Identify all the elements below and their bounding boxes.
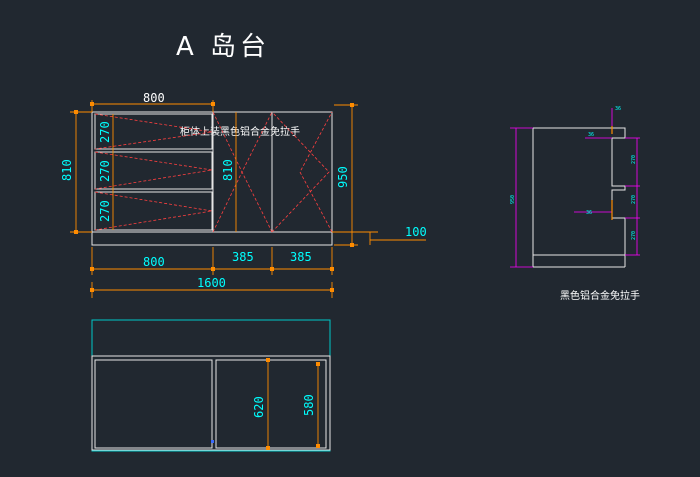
dim-top-width: 800 <box>143 91 165 105</box>
side-small-label-3: 36 <box>586 210 592 216</box>
dim-drawer-1: 270 <box>98 121 112 143</box>
dim-bottom-left: 800 <box>143 255 165 269</box>
side-section: 36 36 36 950 270 270 270 <box>510 106 640 268</box>
dim-overall-height: 950 <box>336 166 350 188</box>
plan-cabinet-outline <box>91 355 331 451</box>
dim-plinth: 100 <box>405 225 427 239</box>
cabinet-outline <box>91 111 333 246</box>
side-small-label-1: 36 <box>615 106 621 112</box>
side-cabinet-outline <box>532 127 626 256</box>
dim-door-width-2: 385 <box>290 250 312 264</box>
swing-lines <box>94 111 333 233</box>
dim-drawer-2: 270 <box>98 160 112 182</box>
dim-door-width-1: 385 <box>232 250 254 264</box>
side-dim-b: 270 <box>631 195 637 204</box>
side-dim-a: 270 <box>631 155 637 164</box>
side-view-note: 黑色铝合金免拉手 <box>560 291 640 302</box>
dim-total-width: 1600 <box>197 276 226 290</box>
plan-compartment-left <box>94 359 213 449</box>
dim-door-height: 810 <box>221 159 235 181</box>
plan-outer-outline <box>91 319 331 452</box>
side-height-label: 950 <box>510 195 516 204</box>
drawing-title: A 岛台 <box>176 32 271 62</box>
plan-dimension-lines <box>267 360 319 448</box>
drawer-1 <box>94 113 213 150</box>
dimension-ticks <box>74 102 354 292</box>
dim-plan-inner-depth: 620 <box>252 396 266 418</box>
drawer-2 <box>94 151 213 190</box>
dim-drawer-3: 270 <box>98 200 112 222</box>
front-view-note: 柜体上装黑色铝合金免拉手 <box>180 127 300 138</box>
side-small-label-2: 36 <box>588 132 594 138</box>
dim-plan-outer-depth: 580 <box>302 394 316 416</box>
side-dim-c: 270 <box>631 231 637 240</box>
plan-marker <box>211 440 214 443</box>
plan-view: 620 580 <box>91 319 331 452</box>
side-dimension-lines <box>510 108 640 268</box>
front-dimension-lines <box>70 100 426 298</box>
plan-compartment-right <box>215 359 327 449</box>
dim-left-height: 810 <box>60 159 74 181</box>
drawer-3 <box>94 191 213 231</box>
front-elevation: 800 270 270 270 810 810 950 100 800 385 … <box>60 91 427 298</box>
plan-ticks <box>266 358 320 450</box>
